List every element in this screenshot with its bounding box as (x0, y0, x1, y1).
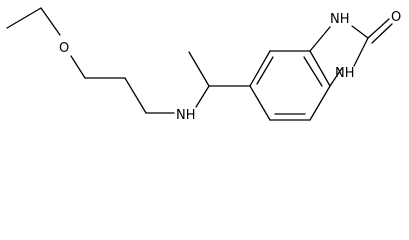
bond-n-methine (195, 85, 210, 108)
bond-ring-double-inner-2 (303, 56, 323, 87)
bond-carbonyl-2 (371, 23, 393, 44)
bond-c3a-n3 (309, 26, 331, 52)
ring-nh-top-label: NH (330, 12, 350, 27)
bond-ring-double-inner-1 (256, 56, 274, 85)
molecule-canvas: O NH NH NH O (6, 7, 401, 123)
bond-ring-c7a-c7 (309, 85, 331, 121)
bond-ethyl-ch2-o (40, 7, 61, 36)
bond-o-propyl-c1 (70, 55, 86, 79)
bond-n3-c2 (351, 25, 369, 39)
bond-carbonyl-1 (367, 18, 390, 39)
bond-methine-methyl (188, 51, 210, 87)
bond-ring-c3a-c7a (309, 50, 331, 87)
ether-oxygen-label: O (59, 41, 69, 56)
bond-ring-c5-c4 (249, 50, 271, 87)
molecule-structure: O NH NH NH O (6, 7, 401, 123)
amine-nh-label: NH (176, 108, 196, 123)
bond-ethyl-ch3-ch2 (6, 7, 42, 29)
bond-n1-c2 (353, 37, 369, 67)
bond-ring-c6-c5 (249, 85, 271, 121)
bond-c7a-n1 (329, 67, 343, 87)
carbonyl-oxygen-label: O (391, 10, 401, 25)
ring-nh-bottom-label: NH (335, 66, 355, 81)
bond-propyl-c2-c3 (124, 77, 147, 114)
